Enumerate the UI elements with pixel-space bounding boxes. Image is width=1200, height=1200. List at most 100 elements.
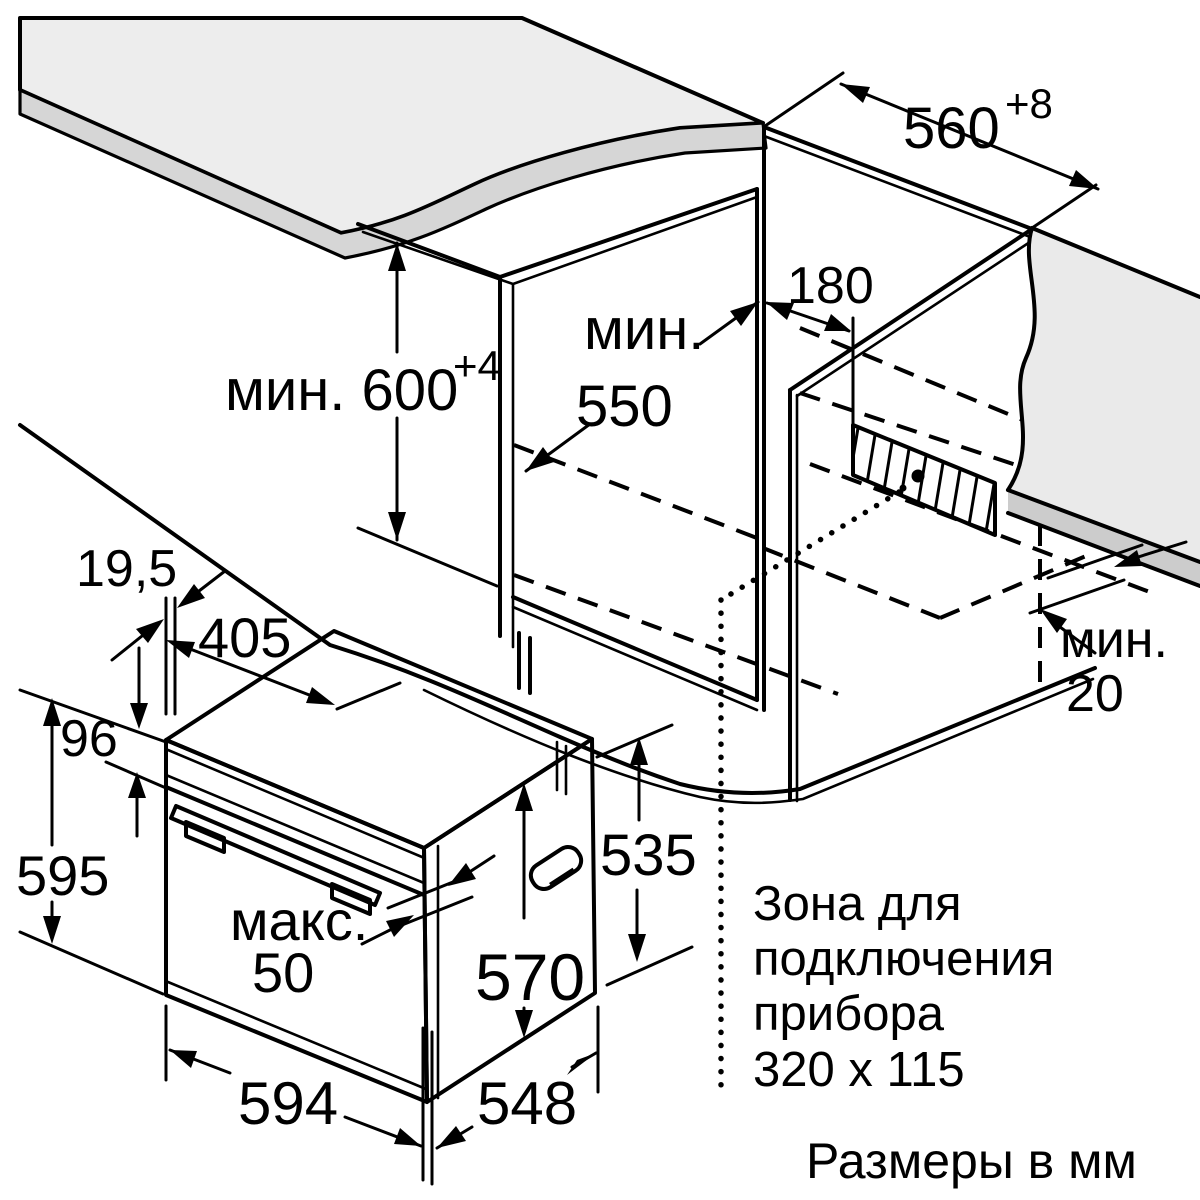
wall-top-edge xyxy=(1030,226,1200,299)
countertop-top-surface xyxy=(18,16,765,235)
dim-180: 180 xyxy=(765,257,874,430)
niche-hidden-ceiling-edge xyxy=(513,443,758,540)
dim-19-5: 19,5 xyxy=(76,540,227,716)
dim-50-label: 50 xyxy=(252,941,314,1004)
handle-bracket-left xyxy=(184,820,226,854)
right-niche-floor-right xyxy=(939,551,1094,620)
niche-floor-front-edge xyxy=(511,595,759,702)
wall-base-bottom-line xyxy=(1006,511,1200,588)
side-wall xyxy=(1006,226,1200,588)
wall-base-top-line xyxy=(1006,488,1200,564)
dim-570-label: 570 xyxy=(475,940,585,1014)
dim-19-5-ext xyxy=(164,596,177,716)
dim-548: 548 xyxy=(435,1005,600,1150)
wall-wavy-edge xyxy=(1006,226,1037,492)
dim-405-label: 405 xyxy=(198,606,291,669)
control-panel-line-upper xyxy=(164,773,426,885)
zone-note-line3: прибора xyxy=(753,987,945,1041)
dim-550-label: 550 xyxy=(576,374,673,439)
dim-96-label: 96 xyxy=(60,710,118,768)
floor-line-lower xyxy=(422,677,1095,805)
connection-zone-hatch-lines xyxy=(853,425,995,535)
oven xyxy=(164,629,597,1104)
tall-cabinet xyxy=(356,125,839,796)
side-grip-cutout xyxy=(528,844,584,892)
dim-560-ext-left xyxy=(763,71,845,128)
run-top-edge-outer xyxy=(762,125,1034,231)
dim-50-ref-line-a xyxy=(386,878,460,910)
dim-535-ext-bottom xyxy=(605,945,694,987)
dim-560-label: 560 xyxy=(903,96,1000,161)
countertop xyxy=(18,16,768,260)
connection-zone-note: Зона для подключения прибора 320 x 115 xyxy=(753,877,1054,1097)
floor-line xyxy=(18,423,1097,795)
right-niche-hidden-upper xyxy=(799,326,1043,430)
dim-96-ext-bottom xyxy=(104,760,168,790)
dim-595-label: 595 xyxy=(16,844,109,907)
dim-548-label: 548 xyxy=(477,1070,577,1137)
oven-handle xyxy=(169,804,382,916)
dim-600: мин. 600 +4 xyxy=(225,241,501,588)
dim-405-ext-right xyxy=(335,681,402,711)
oven-door-bottom-line xyxy=(166,980,428,1091)
dim-50-ref-line-b xyxy=(400,895,474,927)
dim-595-ext-top xyxy=(18,688,168,744)
dim-20-word: мин. xyxy=(1060,611,1168,669)
back-panel-top-edge-inner xyxy=(795,238,1035,398)
niche-floor-front-edge-inner xyxy=(511,605,759,712)
dim-600-sup: +4 xyxy=(453,342,501,389)
dim-19-5-arrow-r-tail xyxy=(197,569,227,593)
dim-19-5-arrow-l-tail xyxy=(110,634,144,662)
dim-600-ext-bottom xyxy=(356,526,499,588)
right-niche-hidden-top xyxy=(799,391,1071,485)
dim-594-label: 594 xyxy=(238,1070,338,1137)
dim-20-arrow-b-tail xyxy=(1058,625,1097,655)
dim-595: 595 xyxy=(16,688,168,996)
plinth-corner-left xyxy=(517,631,532,695)
dim-594-ext-right xyxy=(421,1026,434,1186)
dim-180-label: 180 xyxy=(787,257,874,315)
dim-535: 535 xyxy=(595,723,697,987)
dim-595-ext-bottom xyxy=(18,930,165,996)
connection-zone-outline xyxy=(851,423,997,537)
dim-50: макс. 50 xyxy=(230,854,496,1004)
dim-19-5-label: 19,5 xyxy=(76,540,177,598)
dim-20-label: 20 xyxy=(1066,665,1124,723)
dim-405-line xyxy=(170,640,332,705)
dim-560-ext-right xyxy=(1030,183,1098,230)
dim-50-arrow-a-tail xyxy=(360,927,394,946)
run-top-edge-inner xyxy=(762,134,1035,240)
control-panel-line-lower xyxy=(164,785,426,897)
dim-20-arrow-a-tail xyxy=(1133,540,1188,560)
dim-50-arrow-b-tail xyxy=(469,854,496,873)
dim-550: мин. 550 xyxy=(524,297,760,473)
connection-point-dot-small xyxy=(899,484,907,492)
wall-baseboard xyxy=(1008,490,1200,586)
zone-note-line1: Зона для xyxy=(753,877,962,931)
handle-bar xyxy=(169,804,382,907)
dim-50-word: макс. xyxy=(230,889,368,952)
dim-20: мин. 20 xyxy=(1028,540,1188,723)
dim-550-word: мин. xyxy=(584,297,704,362)
dim-560-line xyxy=(839,82,1100,191)
dim-570: 570 xyxy=(475,783,585,1038)
dim-600-label: мин. 600 xyxy=(225,358,458,423)
wall-surface xyxy=(1008,228,1200,562)
dim-594: 594 xyxy=(164,1004,434,1186)
oven-side-face xyxy=(422,737,597,1104)
dim-20-ext-b xyxy=(1028,578,1126,615)
dim-535-ext-top xyxy=(595,723,674,759)
dim-535-line xyxy=(635,761,641,938)
connection-point-dot xyxy=(911,469,925,483)
zone-leader-diagonal xyxy=(718,489,902,603)
dim-560: 560 +8 xyxy=(763,71,1100,230)
dim-535-label: 535 xyxy=(600,823,697,888)
dim-96: 96 xyxy=(60,646,168,838)
zone-note-line4: 320 x 115 xyxy=(753,1043,965,1097)
niche-hidden-floor-edge xyxy=(513,573,839,696)
units-note: Размеры в мм xyxy=(806,1133,1137,1189)
dim-405: 405 xyxy=(166,606,402,711)
zone-note-line2: подключения xyxy=(753,932,1054,986)
